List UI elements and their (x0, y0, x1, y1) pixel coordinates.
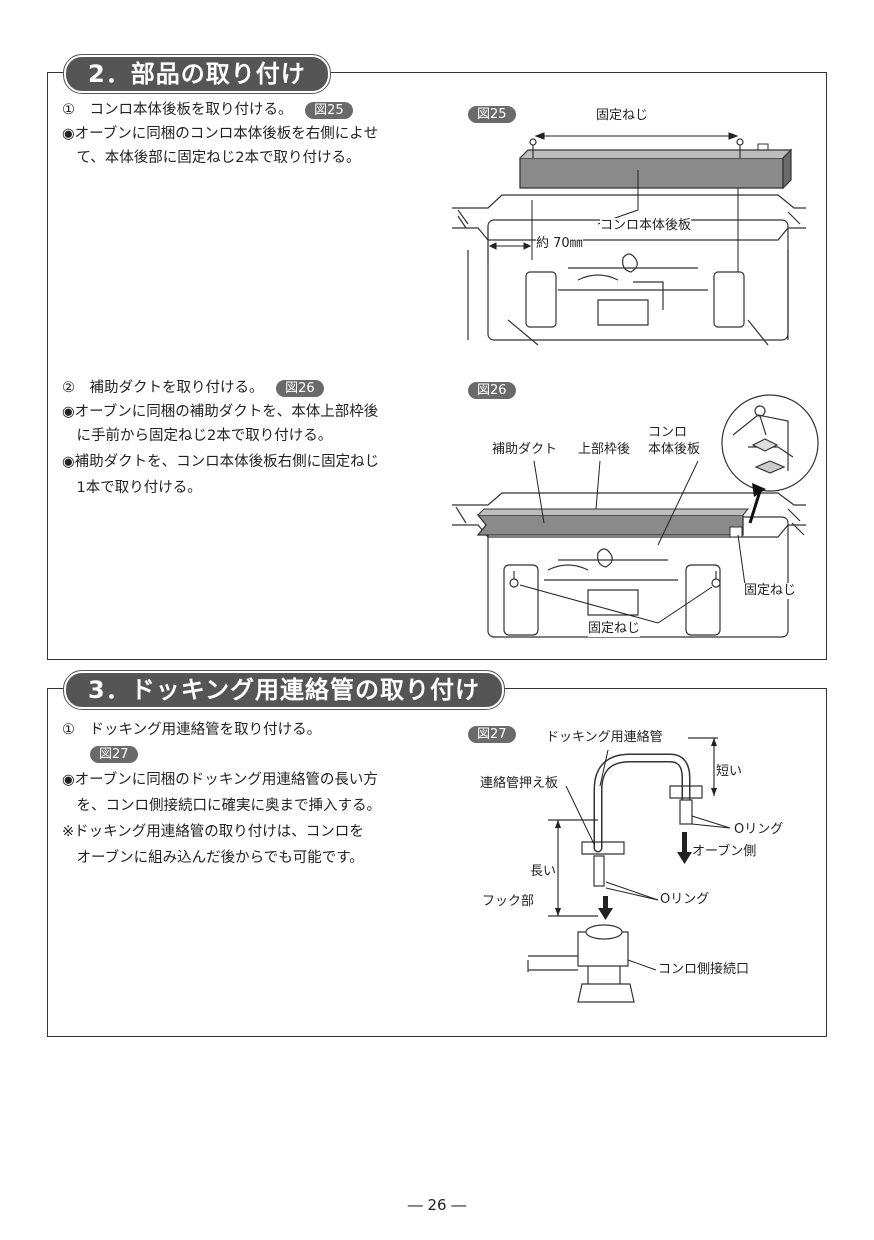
label-oring-1: Oリング (734, 822, 784, 838)
label-docking-pipe: ドッキング用連絡管 (546, 730, 663, 746)
step-heading-text: ① コンロ本体後板を取り付ける。 (62, 102, 293, 118)
label-distance-70mm: 約 70㎜ (536, 236, 583, 252)
step-heading-text: ② 補助ダクトを取り付ける。 (62, 380, 264, 396)
label-oring-2: Oリング (660, 892, 710, 908)
label-fixing-screws: 固定ねじ (596, 108, 649, 124)
figure-27-illustration (527, 737, 731, 1003)
label-konro-line2: 本体後板 (648, 442, 701, 458)
label-oven-side: オーブン側 (692, 844, 757, 860)
section-3-title: 3．ドッキング用連絡管の取り付け (63, 670, 505, 710)
section-2-title: 2．部品の取り付け (63, 54, 331, 94)
figure-27: 図27 (448, 720, 808, 1020)
figure-badge: 図26 (468, 382, 516, 399)
step-2-2-heading: ② 補助ダクトを取り付ける。 図26 (62, 377, 324, 399)
figure-26: 図26 (448, 375, 819, 640)
label-konro-port: コンロ側接続口 (658, 962, 750, 978)
label-upper-frame: 上部枠後 (578, 442, 631, 458)
label-back-panel: コンロ本体後板 (600, 218, 692, 234)
step-2-1-heading: ① コンロ本体後板を取り付ける。 図25 (62, 99, 353, 121)
figure-ref-badge: 図27 (90, 745, 138, 763)
label-konro-line1: コンロ (648, 425, 688, 441)
label-screw-right: 固定ねじ (744, 583, 797, 599)
label-aux-duct: 補助ダクト (492, 442, 558, 458)
figure-25: 図25 (448, 100, 808, 346)
step-3-1-note: ※ドッキング用連絡管の取り付けは、コンロを (62, 824, 364, 840)
step-3-1-bullet: ◉オーブンに同梱のドッキング用連絡管の長い方 (62, 772, 378, 788)
step-3-1-bullet: を、コンロ側接続口に確実に奥まで挿入する。 (62, 798, 381, 814)
label-short: 短い (716, 764, 743, 780)
figure-26-illustration (452, 394, 819, 638)
step-3-1-figref: 図27 (90, 743, 138, 765)
section-2-frame (47, 72, 827, 660)
label-screw-bottom: 固定ねじ (588, 621, 641, 637)
step-2-2-bullet: に手前から固定ねじ2本で取り付ける。 (62, 428, 333, 444)
step-2-2-bullet: ◉補助ダクトを、コンロ本体後板右側に固定ねじ (62, 454, 380, 470)
figure-badge: 図27 (468, 726, 516, 743)
step-2-1-bullet: ◉オーブンに同梱のコンロ本体後板を右側によせ (62, 126, 379, 142)
label-pipe-plate: 連絡管押え板 (480, 776, 559, 792)
step-3-1-heading: ① ドッキング用連絡管を取り付ける。 (62, 722, 322, 738)
figure-ref-badge: 図26 (276, 379, 324, 397)
figure-ref-badge: 図25 (305, 101, 353, 119)
page-number: ― 26 ― (407, 1196, 467, 1214)
step-3-1-note: オーブンに組み込んだ後からでも可能です。 (62, 850, 364, 866)
figure-25-illustration (452, 132, 806, 346)
step-2-1-bullet: て、本体後部に固定ねじ2本で取り付ける。 (62, 150, 361, 166)
step-2-2-bullet: ◉オーブンに同梱の補助ダクトを、本体上部枠後 (62, 404, 379, 420)
step-2-2-bullet: 1本で取り付ける。 (62, 480, 202, 496)
figure-badge: 図25 (468, 106, 516, 123)
label-long: 長い (530, 864, 557, 880)
label-hook: フック部 (482, 894, 535, 910)
